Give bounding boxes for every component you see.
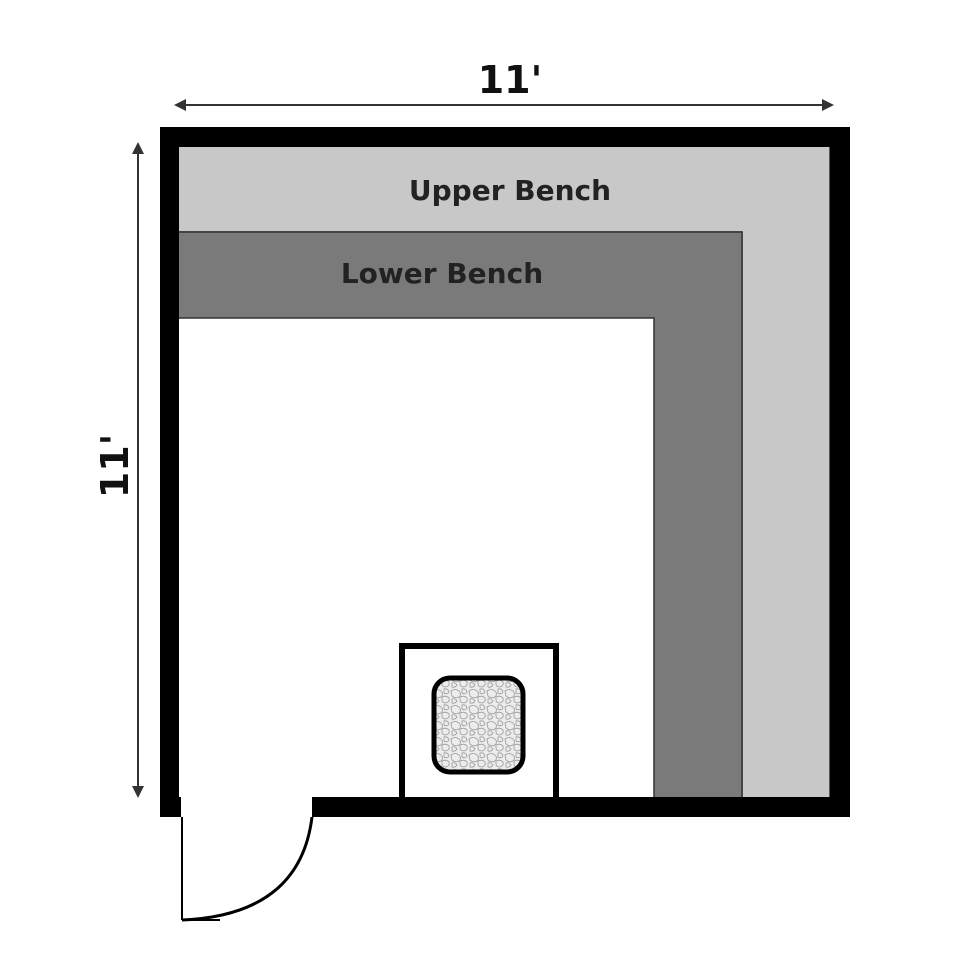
width-dimension-label: 11' — [478, 58, 543, 102]
heater-stones — [431, 675, 526, 775]
upper-bench-label: Upper Bench — [409, 174, 611, 207]
door-swing-icon — [181, 816, 314, 922]
lower-bench-label: Lower Bench — [341, 257, 543, 290]
height-dimension: 11' — [93, 142, 144, 798]
wall-bottom-left — [160, 797, 181, 817]
sauna-heater-icon — [399, 643, 559, 803]
wall-left — [160, 127, 179, 817]
walls — [160, 127, 850, 817]
width-dimension: 11' — [174, 58, 834, 111]
wall-right — [830, 127, 850, 817]
door-swing-arc — [181, 816, 314, 922]
height-dimension-label: 11' — [93, 434, 137, 499]
wall-top — [160, 127, 850, 147]
wall-bottom-right — [312, 797, 850, 817]
